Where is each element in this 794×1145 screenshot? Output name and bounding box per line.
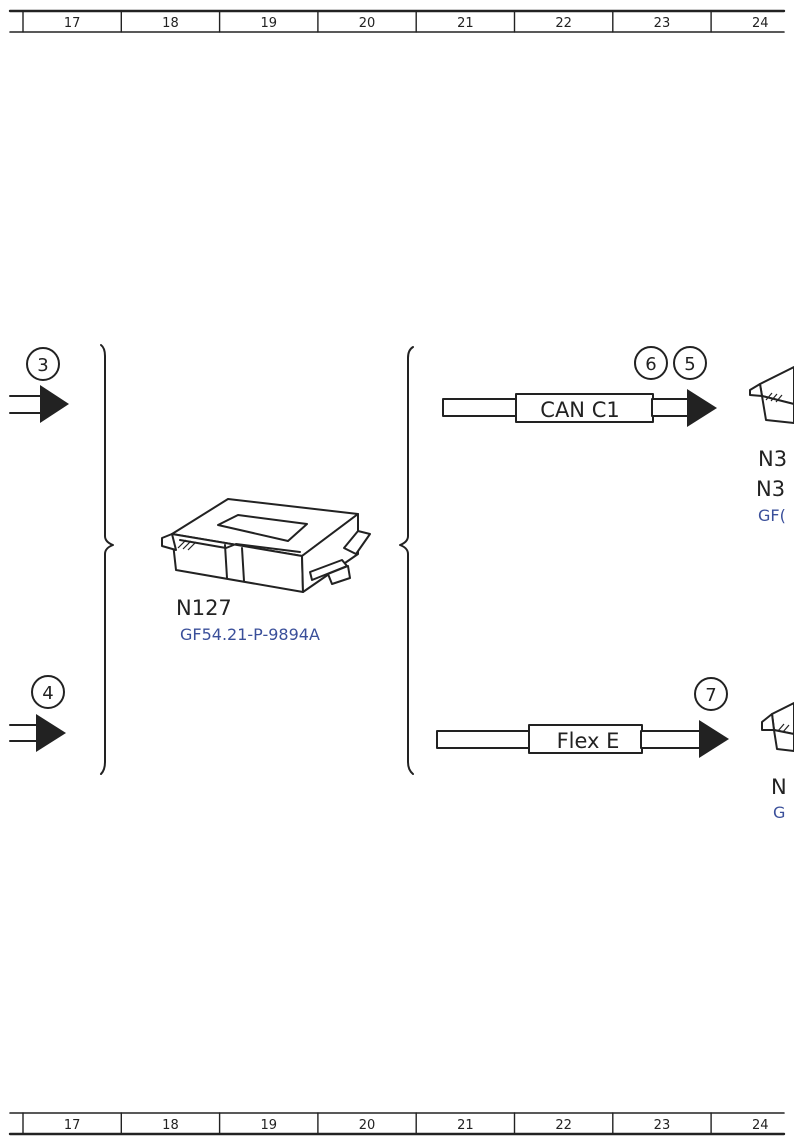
output-marker-6: 6 [645, 354, 656, 375]
bottom-ruler-column-22: 22 [555, 1118, 572, 1133]
top-ruler-column-24: 24 [752, 16, 769, 31]
input-marker-4: 4 [42, 683, 53, 704]
bottom-ruler-column-20: 20 [359, 1118, 376, 1133]
bottom-ruler-column-21: 21 [457, 1118, 474, 1133]
input-marker-3: 3 [37, 355, 48, 376]
top-ruler-column-21: 21 [457, 16, 474, 31]
arrow-head [40, 385, 69, 423]
top-ruler-column-20: 20 [359, 16, 376, 31]
component-link-n127[interactable]: GF54.21-P-9894A [180, 625, 320, 644]
output-can-c1[interactable]: CAN C1 6 5 [442, 346, 717, 427]
control-unit-icon [161, 498, 371, 593]
bottom-ruler-column-24: 24 [752, 1118, 769, 1133]
control-unit-n127[interactable]: N127 GF54.21-P-9894A [161, 498, 371, 644]
output-marker-7: 7 [705, 685, 716, 706]
arrow-head [36, 714, 66, 752]
input-arrow-4[interactable]: 4 [9, 675, 66, 752]
output-flex-e[interactable]: Flex E 7 [436, 677, 729, 758]
partial-link-gf[interactable]: GF( [758, 506, 786, 525]
arrow-head [699, 720, 729, 758]
top-ruler-column-22: 22 [555, 16, 572, 31]
arrow-head [687, 389, 717, 427]
top-ruler-column-19: 19 [260, 16, 277, 31]
partial-label-n: N [771, 775, 787, 799]
bottom-ruler-column-23: 23 [654, 1118, 671, 1133]
partial-label-n3-a: N3 [758, 447, 787, 471]
bus-label-flex-e: Flex E [557, 729, 620, 753]
top-ruler-column-18: 18 [162, 16, 179, 31]
bottom-ruler-column-19: 19 [260, 1118, 277, 1133]
bus-label-can-c1: CAN C1 [540, 398, 619, 422]
control-unit-icon [761, 702, 794, 752]
control-unit-icon [749, 366, 794, 424]
partial-component-bottom-right[interactable]: N G [761, 702, 794, 822]
partial-label-n3-b: N3 [756, 477, 785, 501]
input-arrow-3[interactable]: 3 [9, 347, 69, 423]
right-brace [399, 346, 414, 775]
bottom-ruler: 17 18 19 20 21 22 23 24 [8, 1112, 786, 1136]
top-ruler-column-23: 23 [654, 16, 671, 31]
bottom-ruler-column-18: 18 [162, 1118, 179, 1133]
top-ruler: 17 18 19 20 21 22 23 24 [8, 9, 786, 33]
left-brace [100, 344, 114, 775]
component-id-n127: N127 [176, 596, 232, 620]
partial-link-g[interactable]: G [773, 803, 785, 822]
bus-label-box [528, 724, 643, 754]
output-marker-5: 5 [684, 354, 695, 375]
bottom-ruler-column-17: 17 [64, 1118, 81, 1133]
top-ruler-column-17: 17 [64, 16, 81, 31]
partial-component-top-right[interactable]: N3 N3 GF( [749, 366, 794, 525]
